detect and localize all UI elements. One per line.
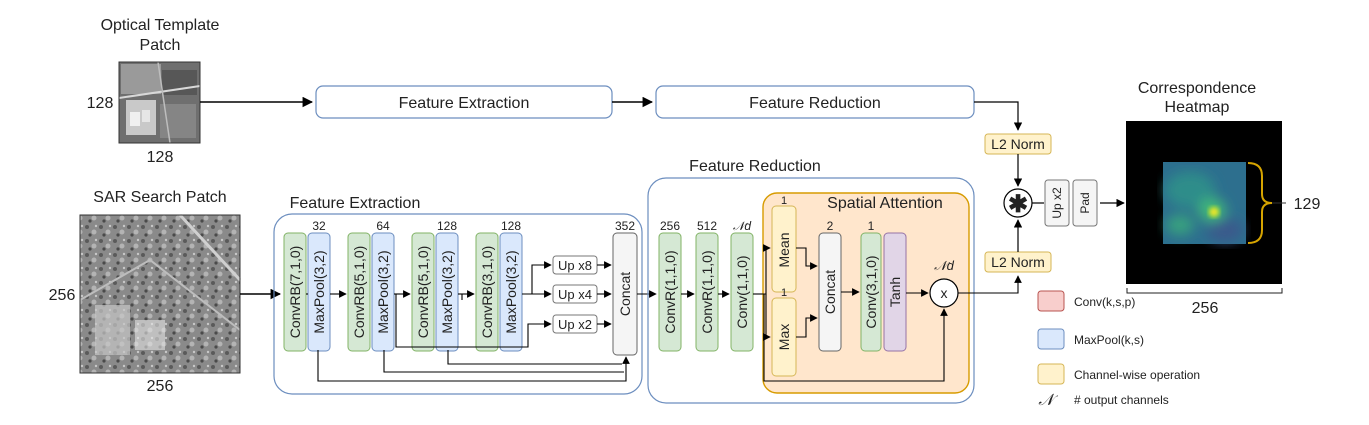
fe-conv-block (411, 232, 435, 352)
l2-norm-bottom-label: L2 Norm (991, 254, 1045, 270)
upsample-x2-label: Up x2 (1050, 187, 1064, 219)
fe-concat-label: Concat (617, 272, 633, 316)
fe-maxpool-block (371, 232, 395, 352)
optical-size-bottom: 128 (147, 149, 174, 166)
fr-conv-label: ConvR(1,1,0) (662, 250, 678, 333)
fe-conv-label: ConvRB(7,1,0) (287, 246, 303, 339)
fe-conv-block (475, 232, 499, 352)
fe-maxpool-block (307, 232, 331, 352)
legend-channelwise-swatch (1037, 363, 1065, 385)
tanh-label: Tanh (887, 277, 903, 307)
legend-output-channels-label: # output channels (1074, 393, 1169, 407)
fe-conv-label: ConvRB(3,1,0) (479, 246, 495, 339)
correspondence-heatmap (1126, 121, 1282, 284)
optical-size-left: 128 (87, 95, 114, 112)
cross-correlation-node (1003, 188, 1033, 218)
pad-label: Pad (1078, 192, 1092, 213)
up-x4-label: Up x4 (558, 287, 592, 302)
fe-maxpool-label: MaxPool(3,2) (311, 250, 327, 333)
fr-channels-label: 512 (697, 219, 717, 233)
legend-symbol: 𝒩 (1038, 392, 1058, 409)
sar-size-left: 256 (49, 287, 76, 304)
mean-channels: 1 (781, 195, 787, 207)
fr-channels-label: 𝒩d (733, 219, 751, 233)
heatmap-inner-size: 129 (1294, 196, 1321, 213)
max-channels: 1 (781, 287, 787, 299)
upsample-x2-box (1044, 179, 1070, 227)
fr-conv-label: ConvR(1,1,0) (699, 250, 715, 333)
fr-conv-label: Conv(1,1,0) (734, 255, 750, 328)
pad-box (1072, 179, 1098, 227)
feature-reduction-panel-title: Feature Reduction (689, 158, 821, 175)
legend-conv-swatch (1037, 290, 1065, 312)
fr-conv-block (730, 232, 754, 352)
legend-channelwise-label: Channel-wise operation (1074, 368, 1200, 382)
mean-label: Mean (776, 232, 792, 267)
sa-output-channels: 𝒩d (934, 258, 954, 273)
l2-norm-top-label: L2 Norm (991, 136, 1045, 152)
fe-channels-label: 64 (376, 219, 390, 233)
spatial-attention-title: Spatial Attention (827, 195, 943, 212)
cross-correlation-symbol: ✱ (1008, 191, 1028, 218)
sar-size-bottom: 256 (147, 378, 174, 395)
fe-concat-channels: 352 (615, 219, 635, 233)
legend-conv-label: Conv(k,s,p) (1074, 295, 1135, 309)
feature-extraction-panel-title: Feature Extraction (290, 195, 421, 212)
up-x8-label: Up x8 (558, 258, 592, 273)
sar-search-image (79, 213, 242, 374)
top-feature-reduction-label: Feature Reduction (749, 95, 881, 112)
sa-conv-channels: 1 (868, 219, 875, 233)
fe-conv-block (347, 232, 371, 352)
fe-conv-label: ConvRB(5,1,0) (415, 246, 431, 339)
legend-maxpool-label: MaxPool(k,s) (1074, 333, 1144, 347)
sa-conv-box (860, 232, 882, 352)
fe-conv-label: ConvRB(5,1,0) (351, 246, 367, 339)
feature-extraction-panel (273, 213, 643, 395)
fe-channels-label: 32 (312, 219, 326, 233)
fe-maxpool-label: MaxPool(3,2) (503, 250, 519, 333)
feature-reduction-panel (647, 177, 975, 404)
sa-concat-channels: 2 (827, 219, 834, 233)
sar-title: SAR Search Patch (93, 189, 226, 206)
sa-concat-label: Concat (822, 270, 838, 314)
up-x2-label: Up x2 (558, 317, 592, 332)
legend-maxpool-swatch (1037, 328, 1065, 350)
heatmap-title-line2: Heatmap (1165, 99, 1230, 116)
fr-conv-block (658, 232, 682, 352)
optical-title-line2: Patch (140, 37, 181, 54)
optical-title-line1: Optical Template (101, 17, 220, 34)
fe-maxpool-block (499, 232, 523, 352)
fe-maxpool-block (435, 232, 459, 352)
fr-conv-block (695, 232, 719, 352)
optical-template-image (118, 61, 201, 144)
top-feature-extraction-label: Feature Extraction (399, 95, 530, 112)
fe-maxpool-label: MaxPool(3,2) (439, 250, 455, 333)
heatmap-outer-brace (1126, 288, 1283, 294)
fe-channels-label: 128 (501, 219, 521, 233)
max-label: Max (776, 324, 792, 350)
multiply-label: x (941, 285, 948, 301)
fe-channels-label: 128 (437, 219, 457, 233)
fr-channels-label: 256 (660, 219, 680, 233)
sa-conv-label: Conv(3,1,0) (863, 255, 879, 328)
tanh-box (883, 232, 907, 352)
heatmap-title-line1: Correspondence (1138, 80, 1256, 97)
heatmap-outer-size: 256 (1192, 300, 1219, 317)
mean-box (771, 205, 797, 293)
fe-conv-block (283, 232, 307, 352)
fe-maxpool-label: MaxPool(3,2) (375, 250, 391, 333)
